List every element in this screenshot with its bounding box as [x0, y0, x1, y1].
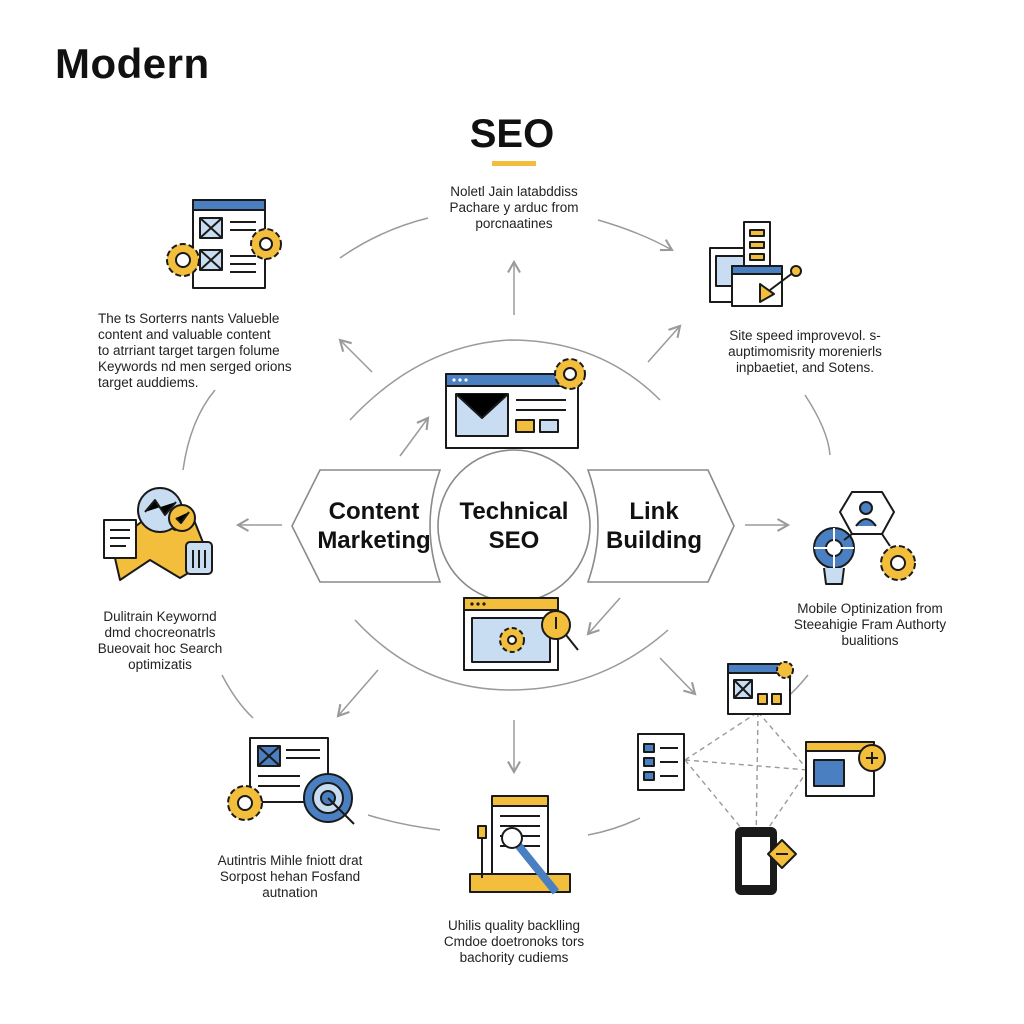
hub-content-shape [291, 469, 442, 583]
page-title: Modern [55, 40, 210, 87]
desc-top-left-line-4: Keywords nd men serged orions [98, 359, 292, 374]
page-subtitle: SEO [469, 112, 555, 156]
desc-bottom-line-1: Uhilis quality backlling [447, 918, 581, 933]
desc-top-right-line-1: Site speed improvevol. s- [729, 328, 881, 343]
desc-bottom-left-line-2: Sorpost hehan Fosfand [219, 869, 361, 884]
desc-top-right-line-2: auptimomisrity morenierls [728, 344, 882, 359]
desc-bottom-line-3: bachority cudiems [459, 950, 569, 965]
outer-cycle [182, 217, 831, 836]
hub-link-line-1: Link [629, 498, 679, 525]
page-target-gear-icon [227, 737, 355, 825]
desc-mid-left-line-3: Bueovait hoc Search [97, 641, 223, 656]
desc-mid-right: Mobile Optinization from Steeahigie Fram… [770, 601, 970, 649]
desc-mid-left: Dulitrain Keywornd dmd chocreonatrls Bue… [70, 609, 250, 673]
hub-content-marketing: Content Marketing [300, 497, 448, 555]
desc-top-right-line-3: inpbaetiet, and Sotens. [735, 360, 875, 375]
desc-top-line-3: porcnaatines [475, 216, 553, 231]
hub-content-line-1: Content [328, 498, 420, 525]
desc-bottom-left: Autintris Mihle fniott drat Sorpost heha… [190, 853, 390, 901]
mobile-edit-pen-icon [469, 795, 571, 895]
desc-top-left: The ts Sorterrs nants Valueble content a… [98, 311, 338, 391]
desc-mid-right-line-1: Mobile Optinization from [797, 601, 943, 616]
desc-top-right: Site speed improvevol. s- auptimomisrity… [700, 328, 910, 376]
desc-bottom-left-line-3: autnation [262, 885, 318, 900]
desc-top-left-line-5: target auddiems. [98, 375, 199, 390]
desc-top: Noletl Jain latabddiss Pachare y arduc f… [404, 184, 624, 232]
dashboard-checklist-pointer-icon [709, 221, 802, 307]
hub-shapes [291, 449, 735, 603]
user-network-gear-icon [813, 491, 916, 585]
hub-technical-line-1: Technical [459, 498, 569, 525]
inner-ring [349, 339, 669, 691]
hub-link-building: Link Building [580, 497, 728, 555]
desc-top-line-1: Noletl Jain latabddiss [450, 184, 578, 199]
desc-bottom: Uhilis quality backlling Cmdoe doetronok… [404, 918, 624, 966]
desc-bottom-left-line-1: Autintris Mihle fniott drat [217, 853, 363, 868]
desc-top-left-line-2: content and valuable content [98, 327, 271, 342]
browser-gear-magnifier-icon [463, 597, 579, 671]
desc-mid-right-line-2: Steeahigie Fram Authorty [793, 617, 947, 632]
radial-arrows [235, 259, 791, 775]
hub-link-line-2: Building [606, 527, 702, 554]
hub-content-line-2: Marketing [317, 527, 431, 554]
email-browser-gear-icon [445, 358, 586, 449]
title-underline [492, 161, 536, 166]
desc-mid-left-line-1: Dulitrain Keywornd [103, 609, 217, 624]
hub-technical-line-2: SEO [488, 527, 540, 554]
desc-top-left-line-1: The ts Sorterrs nants Valueble [98, 311, 280, 326]
desc-mid-right-line-3: bualitions [841, 633, 899, 648]
desc-top-line-2: Pachare y arduc from [449, 200, 579, 215]
web-page-gear-icon [166, 199, 282, 289]
hub-technical-seo: Technical SEO [440, 497, 588, 555]
desc-bottom-line-2: Cmdoe doetronoks tors [443, 934, 585, 949]
desc-top-left-line-3: to atrriant target targen folume [98, 343, 280, 358]
desc-mid-left-line-4: optimizatis [128, 657, 192, 672]
desc-mid-left-line-2: dmd chocreonatrls [104, 625, 216, 640]
sitemap-network-icon [637, 661, 886, 895]
hub-link-shape [586, 469, 735, 583]
chat-analytics-check-icon [103, 487, 213, 581]
